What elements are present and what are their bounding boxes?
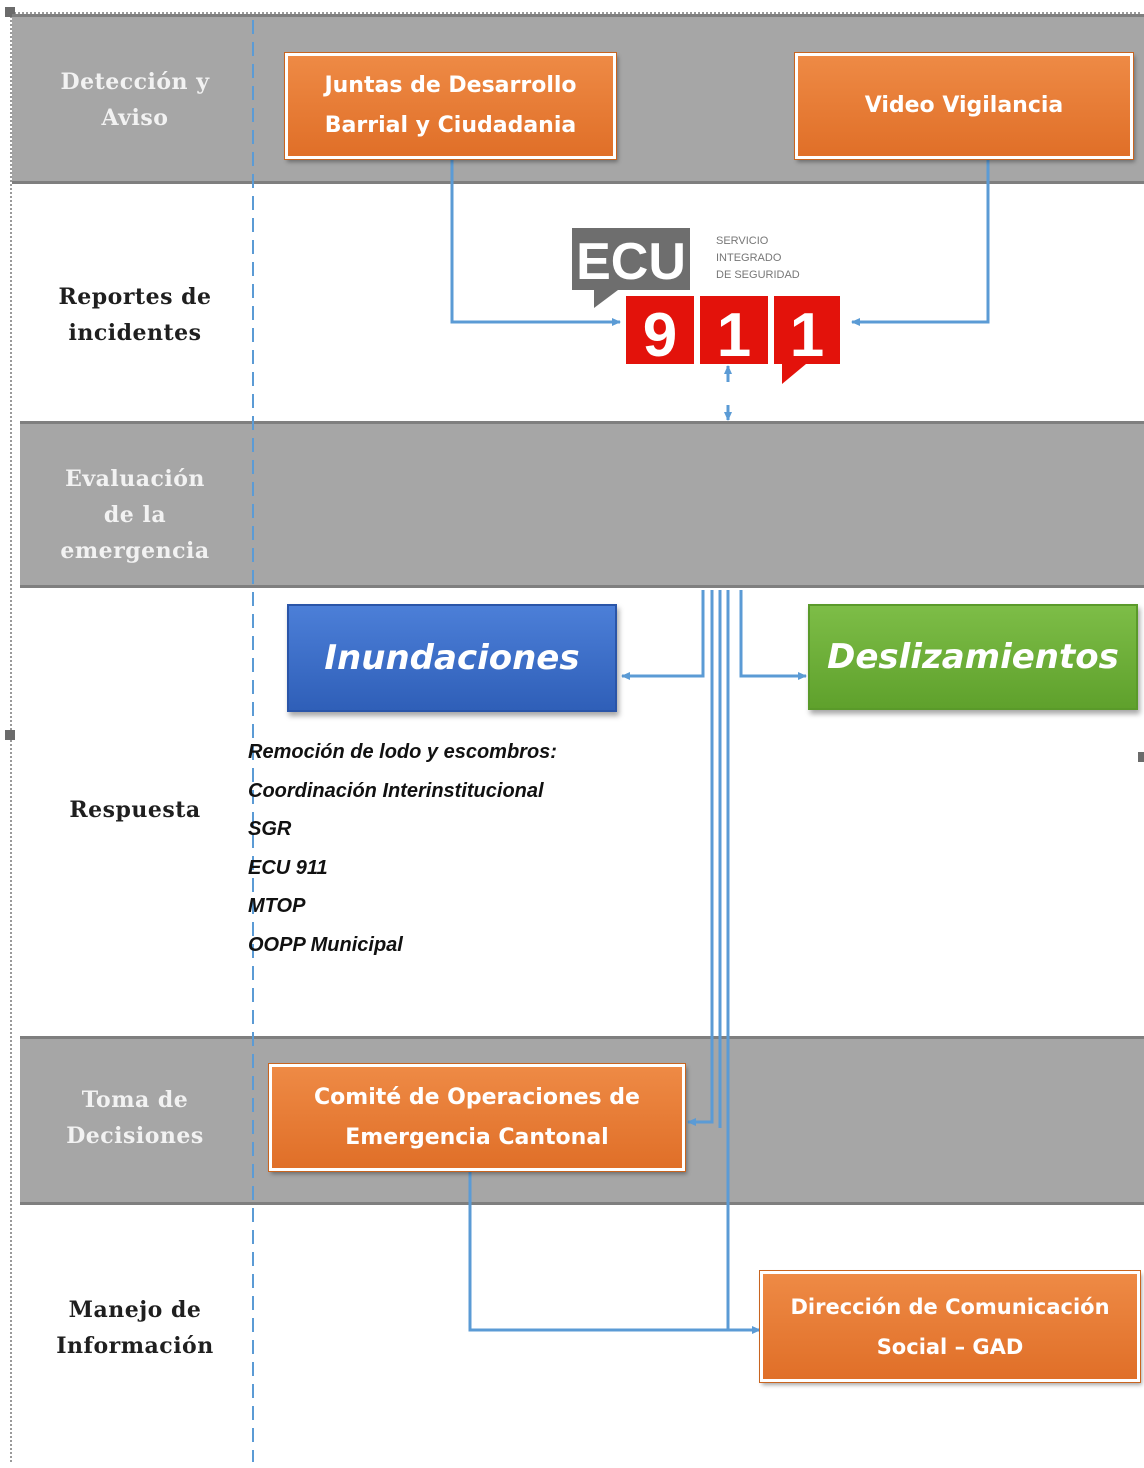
arrow-video-to-ecu911: [851, 155, 990, 326]
box-inundaciones: Inundaciones: [287, 604, 617, 712]
lane-label-reportes: Reportes de incidentes: [58, 284, 212, 346]
ecu911-logo: ECU SERVICIO INTEGRADO DE SEGURIDAD 9 1 …: [572, 228, 840, 384]
box-juntas-desarrollo: Juntas de Desarrollo Barrial y Ciudadani…: [285, 53, 616, 159]
arrow-to-deslizamientos: [739, 590, 807, 680]
arrow-to-comite: [687, 590, 714, 1126]
arrow-to-direccion: [726, 590, 761, 1334]
logo-digit-box-9: [626, 296, 694, 364]
resize-handle-top-left[interactable]: [5, 7, 15, 17]
box-direccion-comunicacion: Dirección de Comunicación Social – GAD: [760, 1271, 1140, 1382]
logo-tagline-3: DE SEGURIDAD: [716, 269, 800, 281]
respuesta-item-sgr: SGR: [248, 818, 292, 840]
lane-band-evaluacion: [20, 421, 1144, 588]
logo-tagline-2: INTEGRADO: [716, 252, 782, 264]
logo-digit-1b: 1: [790, 301, 824, 370]
respuesta-item-oopp: OOPP Municipal: [248, 933, 403, 956]
logo-digit-box-1b: [774, 296, 840, 364]
logo-digit-box-1a: [700, 296, 768, 364]
logo-digit-1a: 1: [717, 301, 751, 370]
ecu-logo-bubble: [572, 228, 690, 290]
lane-label-deteccion: Detección y Aviso: [60, 69, 210, 131]
arrow-juntas-to-ecu911: [450, 155, 621, 326]
lane-label-toma: Toma de Decisiones: [66, 1087, 204, 1149]
respuesta-item-coordinacion: Coordinación Interinstitucional: [248, 779, 544, 802]
respuesta-item-ecu911: ECU 911: [248, 856, 328, 879]
lane-label-evaluacion: Evaluación de la emergencia: [60, 466, 210, 564]
box-video-vigilancia: Video Vigilancia: [795, 53, 1133, 159]
logo-digit-9: 9: [643, 301, 677, 370]
respuesta-item-remocion: Remoción de lodo y escombros:: [248, 741, 557, 763]
lane-label-manejo: Manejo de Información: [56, 1297, 214, 1359]
box-deslizamientos: Deslizamientos: [808, 604, 1138, 710]
logo-tagline-1: SERVICIO: [716, 235, 769, 247]
resize-handle-middle-right[interactable]: [1138, 752, 1144, 762]
lane-label-respuesta: Respuesta: [69, 797, 201, 823]
respuesta-item-mtop: MTOP: [248, 895, 306, 917]
arrow-to-inundaciones: [621, 590, 705, 680]
arrow-comite-to-direccion: [468, 1168, 760, 1332]
box-comite-operaciones: Comité de Operaciones de Emergencia Cant…: [269, 1064, 685, 1171]
ecu-logo-text: ECU: [576, 233, 686, 291]
resize-handle-middle-left[interactable]: [5, 730, 15, 740]
respuesta-list: Remoción de lodo y escombros: Coordinaci…: [248, 733, 557, 964]
